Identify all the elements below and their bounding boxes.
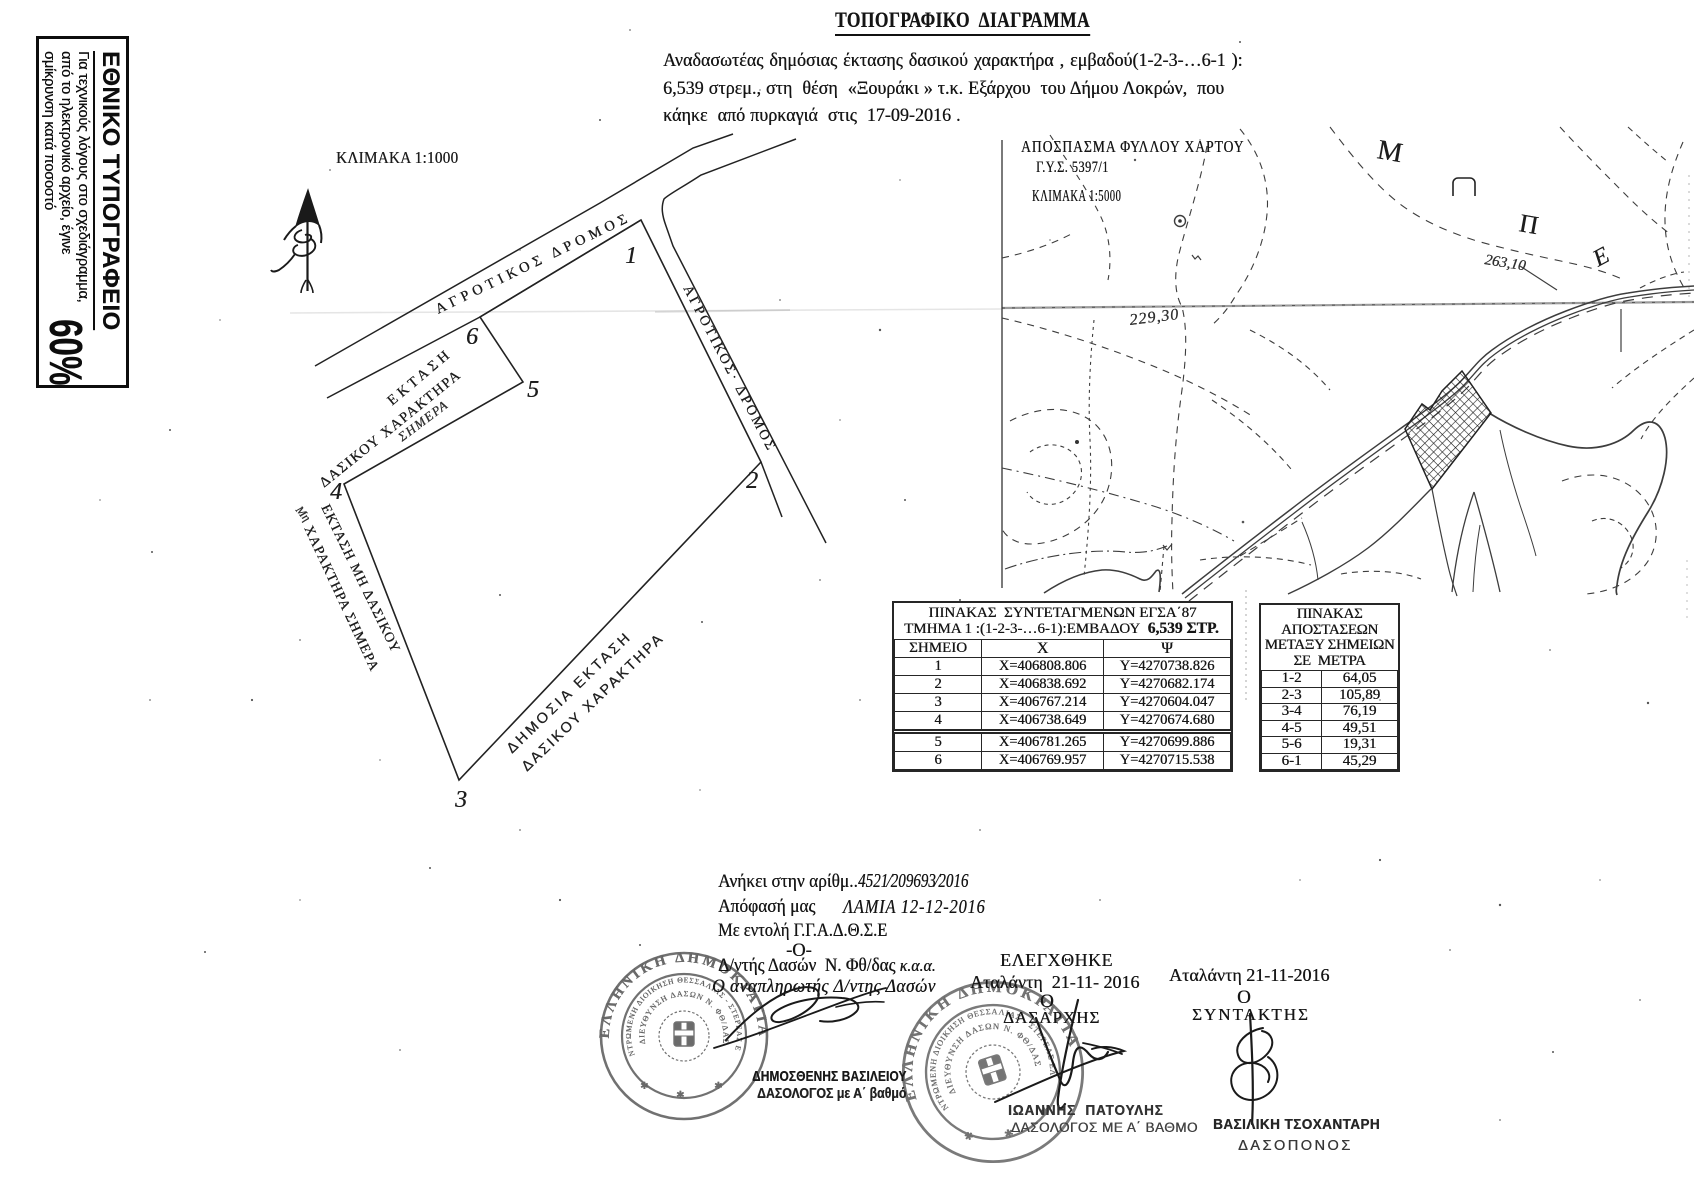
svg-text:ΔΑΣΙΚΟΥ ΧΑΡΑΚΤΗΡΑ: ΔΑΣΙΚΟΥ ΧΑΡΑΚΤΗΡΑ	[519, 630, 668, 775]
svg-text:Μ: Μ	[1375, 134, 1405, 169]
svg-text:6: 6	[466, 324, 478, 350]
svg-text:ΔΑΣΙΚΟΥ ΧΑΡΑΚΤΗΡΑ: ΔΑΣΙΚΟΥ ΧΑΡΑΚΤΗΡΑ	[316, 367, 464, 491]
svg-text:ΔΗΜΟΣΙΑ ΕΚΤΑΣΗ: ΔΗΜΟΣΙΑ ΕΚΤΑΣΗ	[504, 629, 636, 757]
svg-text:3: 3	[454, 787, 467, 813]
svg-text:4: 4	[330, 479, 342, 505]
svg-text:Μη: Μη	[292, 502, 314, 524]
svg-text:1: 1	[625, 243, 637, 269]
svg-text:263,10: 263,10	[1483, 252, 1527, 274]
svg-text:ΑΓΡΟΤΙΚΟΣ ΔΡΟΜΟΣ: ΑΓΡΟΤΙΚΟΣ ΔΡΟΜΟΣ	[433, 209, 634, 317]
svg-text:229,30: 229,30	[1128, 306, 1180, 329]
svg-text:Π: Π	[1517, 208, 1541, 240]
svg-text:ΚΛΙΜΑΚΑ 1:1000: ΚΛΙΜΑΚΑ 1:1000	[336, 149, 458, 167]
svg-text:2: 2	[746, 468, 758, 494]
svg-text:ΑΓΡΟΤΙΚΟΣ· ΔΡΟΜΟΣ: ΑΓΡΟΤΙΚΟΣ· ΔΡΟΜΟΣ	[679, 283, 778, 455]
svg-text:5: 5	[527, 377, 539, 403]
